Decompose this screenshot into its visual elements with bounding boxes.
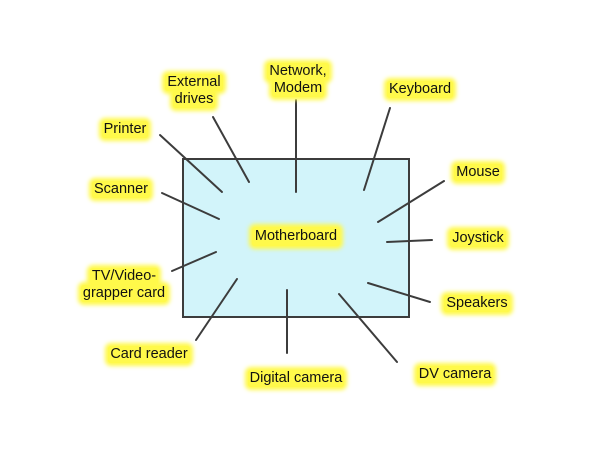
card-reader-label: Card reader xyxy=(108,346,190,363)
motherboard-label: Motherboard xyxy=(236,227,356,246)
line-external-drives xyxy=(212,116,250,183)
dv-camera-label: DV camera xyxy=(416,366,494,383)
line-tv-card xyxy=(171,251,217,272)
scanner-label: Scanner xyxy=(91,181,150,198)
line-keyboard xyxy=(363,107,391,191)
line-joystick xyxy=(386,239,433,243)
digital-camera-label: Digital camera xyxy=(247,370,345,387)
mouse-label: Mouse xyxy=(454,164,502,181)
network-modem-label: Network, Modem xyxy=(267,63,329,97)
joystick-label: Joystick xyxy=(450,230,506,247)
line-card-reader xyxy=(195,278,238,341)
keyboard-label: Keyboard xyxy=(386,81,454,98)
line-mouse xyxy=(377,180,445,223)
line-speakers xyxy=(367,282,431,303)
line-dv-camera xyxy=(338,293,398,363)
external-drives-label: External drives xyxy=(165,74,223,108)
line-printer xyxy=(159,134,223,193)
printer-label: Printer xyxy=(101,121,149,138)
line-scanner xyxy=(161,192,220,220)
speakers-label: Speakers xyxy=(444,295,510,312)
tv-video-card-label: TV/Video- grapper card xyxy=(80,268,168,302)
